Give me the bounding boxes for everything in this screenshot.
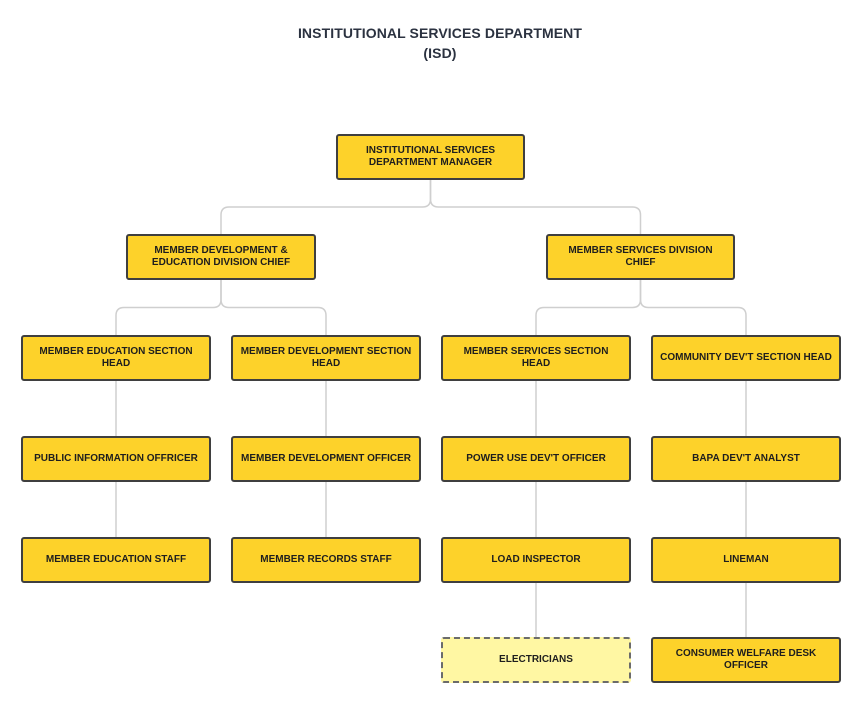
connector-md_chief-to-md_head (220, 280, 327, 335)
connector-ms_chief-to-cd_head (639, 280, 747, 335)
node-member-services-division-chief: MEMBER SERVICES DIVISION CHIEF (546, 234, 735, 280)
diagram-subtitle: (ISD) (423, 45, 457, 61)
node-member-development-section-head: MEMBER DEVELOPMENT SECTION HEAD (231, 335, 421, 381)
node-member-development-education-division-chief: MEMBER DEVELOPMENT & EDUCATION DIVISION … (126, 234, 316, 280)
node-member-records-staff: MEMBER RECORDS STAFF (231, 537, 421, 583)
connector-manager-to-ms_chief (429, 180, 642, 234)
node-member-education-section-head: MEMBER EDUCATION SECTION HEAD (21, 335, 211, 381)
node-lineman: LINEMAN (651, 537, 841, 583)
node-electricians: ELECTRICIANS (441, 637, 631, 683)
node-consumer-welfare-desk-officer: CONSUMER WELFARE DESK OFFICER (651, 637, 841, 683)
node-member-development-officer: MEMBER DEVELOPMENT OFFICER (231, 436, 421, 482)
connector-md_chief-to-me_head (115, 280, 222, 335)
connector-ms_chief-to-ms_head (535, 280, 642, 335)
node-power-use-devt-officer: POWER USE DEV'T OFFICER (441, 436, 631, 482)
diagram-title: INSTITUTIONAL SERVICES DEPARTMENT (297, 25, 583, 41)
node-member-education-staff: MEMBER EDUCATION STAFF (21, 537, 211, 583)
node-load-inspector: LOAD INSPECTOR (441, 537, 631, 583)
node-public-information-officer: PUBLIC INFORMATION OFFRICER (21, 436, 211, 482)
node-bapa-devt-analyst: BAPA DEV'T ANALYST (651, 436, 841, 482)
node-department-manager: INSTITUTIONAL SERVICES DEPARTMENT MANAGE… (336, 134, 525, 180)
node-community-devt-section-head: COMMUNITY DEV'T SECTION HEAD (651, 335, 841, 381)
node-member-services-section-head: MEMBER SERVICES SECTION HEAD (441, 335, 631, 381)
connector-manager-to-md_chief (220, 180, 432, 234)
